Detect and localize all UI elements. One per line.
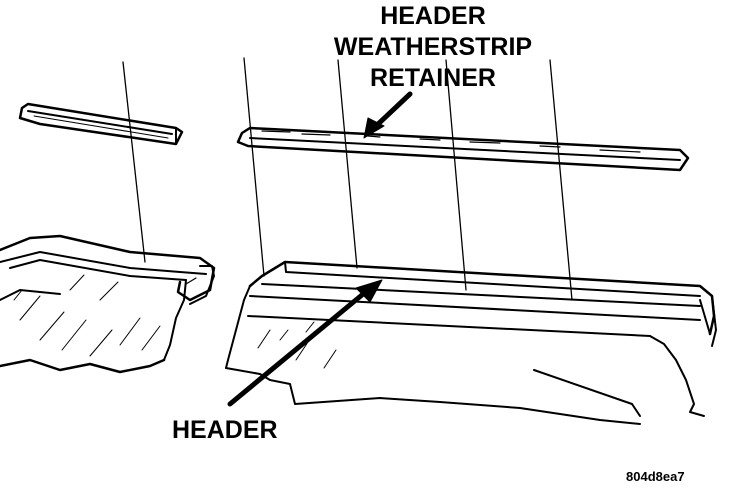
left-door-assembly — [0, 234, 216, 374]
header-weatherstrip-retainer-strip — [236, 126, 690, 172]
callout-header: HEADER — [172, 416, 278, 444]
alignment-lines — [122, 57, 573, 301]
callout-line-2: WEATHERSTRIP — [333, 33, 533, 61]
leader-arrows — [227, 91, 413, 407]
right-door-header-assembly — [225, 260, 717, 425]
callout-line-1: HEADER — [380, 2, 486, 30]
figure-code: 804d8ea7 — [626, 469, 685, 484]
left-retainer-piece — [18, 102, 184, 146]
callout-header-weatherstrip-retainer: HEADER WEATHERSTRIP RETAINER — [318, 4, 548, 91]
callout-line-3: RETAINER — [370, 64, 496, 92]
